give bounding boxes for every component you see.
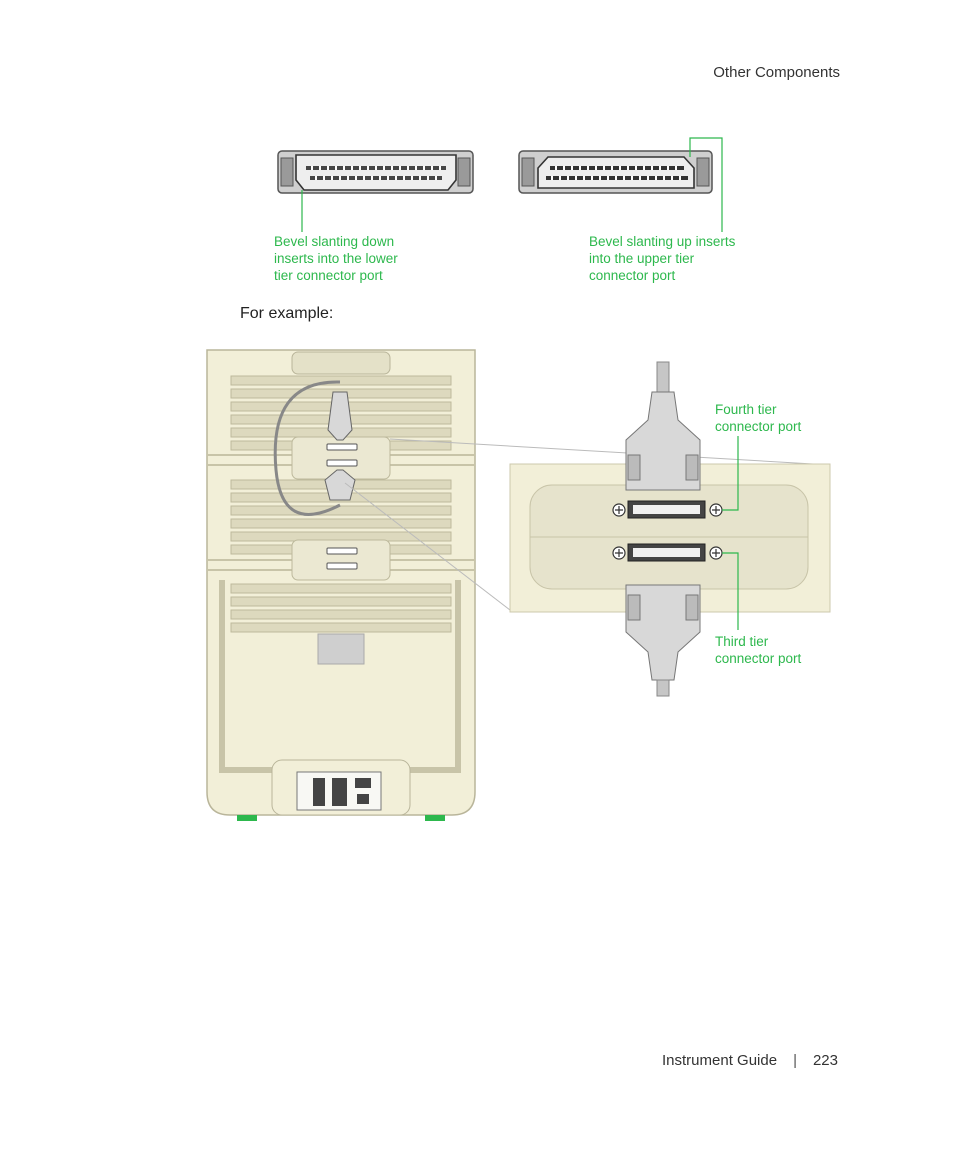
bevel-up-callout: Bevel slanting up inserts into the upper… <box>589 234 736 283</box>
intro-text: For example: <box>240 305 334 322</box>
bevel-up-connector <box>518 137 723 232</box>
fourth-tier-callout: Fourth tier connector port <box>715 402 802 434</box>
bevel-down-connector <box>277 150 474 232</box>
footer-title: Instrument Guide <box>662 1052 778 1069</box>
zoom-lines <box>344 438 831 611</box>
page-footer: Instrument Guide | 223 <box>662 1052 838 1069</box>
footer-separator: | <box>793 1052 797 1069</box>
running-header: Other Components <box>713 64 840 81</box>
page-number: 223 <box>812 1052 838 1069</box>
third-tier-callout: Third tier connector port <box>715 634 802 666</box>
bevel-down-callout: Bevel slanting down inserts into the low… <box>274 234 398 283</box>
instrument-rear-view <box>206 349 476 821</box>
